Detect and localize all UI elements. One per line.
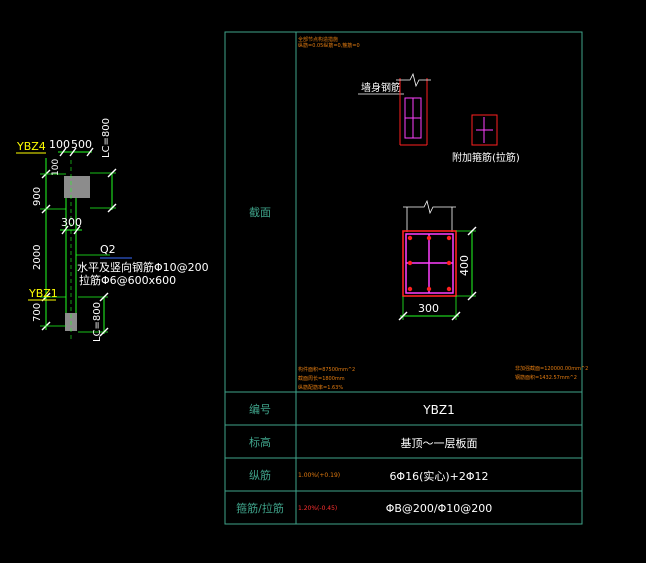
label-ybz1: YBZ1 — [28, 287, 58, 300]
column-section-outline — [402, 230, 457, 297]
dim-100-text: 100 — [49, 138, 70, 151]
row-label-longitudinal: 纵筋 — [249, 468, 271, 482]
dim-lc-bottom-text: LC=800 — [92, 302, 103, 342]
wall-note-line1: 水平及竖向钢筋Φ10@200 — [77, 260, 209, 274]
table-border — [224, 31, 583, 525]
stirrup-value: ΦB@200/Φ10@200 — [386, 502, 493, 515]
section-note-left-3: 纵筋配筋率=1.63% — [298, 384, 343, 391]
stirrup-note: 1.20%(-0.45) — [298, 505, 337, 512]
dim-lc-top-text: LC=800 — [101, 118, 112, 158]
section-note-right-1: 非加强截面=120000.00mm^2 — [515, 365, 588, 372]
row-label-number: 编号 — [249, 402, 271, 416]
section-top-note-1: 全部节点构造措施 — [298, 36, 338, 43]
dim-300-text: 300 — [61, 216, 82, 229]
elevation-value: 基顶～一层板面 — [401, 436, 478, 450]
longitudinal-note: 1.00%(+0.19) — [298, 472, 340, 479]
wall-tag-q2: Q2 — [100, 243, 116, 256]
wall-rebar-label: 墙身钢筋 — [361, 81, 401, 94]
extra-stirrup-box — [471, 114, 498, 146]
row-label-section: 截面 — [249, 205, 271, 219]
label-ybz4: YBZ4 — [16, 140, 46, 153]
section-dim-300: 300 — [418, 302, 439, 315]
section-dim-400: 400 — [458, 255, 471, 276]
row-label-stirrup: 箍筋/拉筋 — [236, 501, 284, 515]
column-top-block — [64, 176, 90, 198]
section-note-left-1: 构件面积=87500mm^2 — [298, 366, 355, 373]
number-value: YBZ1 — [422, 403, 454, 417]
left-elevation: YBZ4 YBZ1 100 500 LC=800 900 100 300 200… — [16, 118, 209, 342]
dim-900-text: 900 — [32, 187, 43, 206]
longitudinal-value: 6Φ16(实心)+2Φ12 — [389, 469, 488, 483]
extra-stirrup-label: 附加箍筋(拉筋) — [452, 151, 520, 164]
section-cell: 全部节点构造措施 纵筋=0.05纵筋=0,箍筋=0 墙身钢筋 附加箍筋(拉筋) — [298, 36, 588, 391]
dim-100-vertical-text: 100 — [51, 159, 61, 176]
dim-700-text: 700 — [32, 303, 43, 322]
dim-2000-text: 2000 — [32, 245, 43, 270]
detail-table — [224, 31, 583, 525]
section-note-left-2: 截面周长=1800mm — [298, 375, 345, 382]
row-label-elevation: 标高 — [249, 435, 271, 449]
wall-note-line2: 拉筋Φ6@600x600 — [79, 273, 176, 287]
section-note-right-2: 钢筋面积=1432.57mm^2 — [515, 374, 577, 381]
section-top-note-2: 纵筋=0.05纵筋=0,箍筋=0 — [298, 42, 360, 49]
dim-500-text: 500 — [71, 138, 92, 151]
